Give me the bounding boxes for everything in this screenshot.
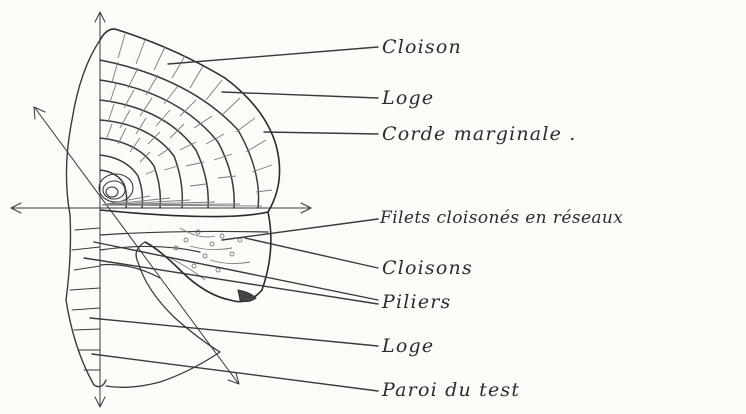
dark-tip: [238, 290, 256, 302]
leader-cloisons: [245, 238, 378, 268]
label-paroi: Paroi du test: [381, 379, 520, 401]
spiral-center: [99, 174, 133, 202]
leader-cloison: [168, 47, 378, 64]
label-cloison: Cloison: [382, 36, 462, 58]
label-filets: Filets cloisonés en réseaux: [379, 208, 623, 228]
label-loge-bottom: Loge: [381, 335, 434, 357]
leader-paroi: [92, 354, 378, 391]
lower-septa: [100, 231, 268, 278]
leader-piliers-1: [94, 242, 378, 300]
labels: Cloison Loge Corde marginale . Filets cl…: [379, 36, 623, 401]
label-loge-top: Loge: [381, 87, 434, 109]
leader-loge-bottom: [90, 318, 378, 346]
leader-filets: [222, 219, 378, 240]
leader-piliers-2: [84, 258, 378, 304]
axes: [11, 12, 311, 407]
label-cloisons: Cloisons: [382, 257, 473, 279]
label-corde-marginale: Corde marginale .: [382, 123, 577, 145]
leader-lines: [84, 47, 378, 391]
piliers: [70, 228, 100, 370]
leader-corde-marginale: [264, 132, 378, 134]
label-piliers: Piliers: [381, 291, 452, 313]
